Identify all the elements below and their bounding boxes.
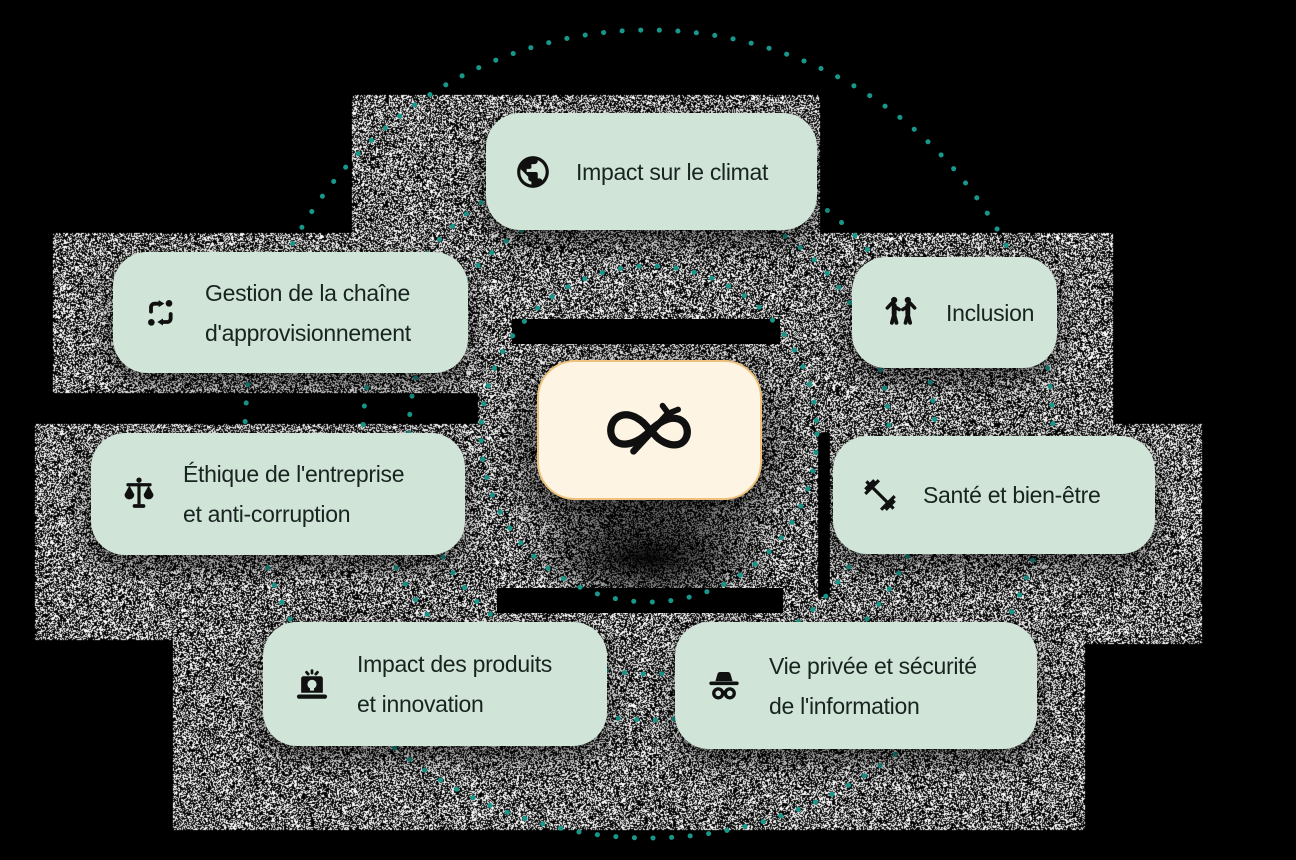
dumbbell-icon: [861, 476, 899, 514]
card-label: Inclusion: [946, 293, 1034, 333]
card-label: Éthique de l'entrepriseet anti-corruptio…: [183, 454, 404, 534]
infinity-slash-logo-icon: [591, 397, 709, 464]
card-inclusion: Inclusion: [852, 257, 1057, 368]
inclusion-people-icon: [880, 292, 922, 334]
card-label: Impact sur le climat: [576, 152, 768, 192]
card-label: Vie privée et sécuritéde l'information: [769, 646, 977, 726]
center-logo-box: [537, 360, 762, 500]
card-impact-climat: Impact sur le climat: [486, 113, 817, 230]
supply-chain-cycle-icon: [141, 293, 181, 333]
card-impact-produits: Impact des produitset innovation: [263, 622, 607, 746]
card-label: Gestion de la chaîned'approvisionnement: [205, 273, 411, 353]
card-vie-privee-securite: Vie privée et sécuritéde l'information: [675, 622, 1037, 749]
card-label: Santé et bien-être: [923, 475, 1100, 515]
card-ethique-anticorruption: Éthique de l'entrepriseet anti-corruptio…: [91, 433, 465, 555]
incognito-icon: [703, 665, 745, 707]
balance-scale-icon: [119, 474, 159, 514]
card-label: Impact des produitset innovation: [357, 644, 552, 724]
globe-icon: [514, 153, 552, 191]
innovation-laptop-icon: [291, 663, 333, 705]
card-sante-bien-etre: Santé et bien-être: [833, 436, 1155, 554]
card-chaine-approvisionnement: Gestion de la chaîned'approvisionnement: [113, 252, 468, 373]
